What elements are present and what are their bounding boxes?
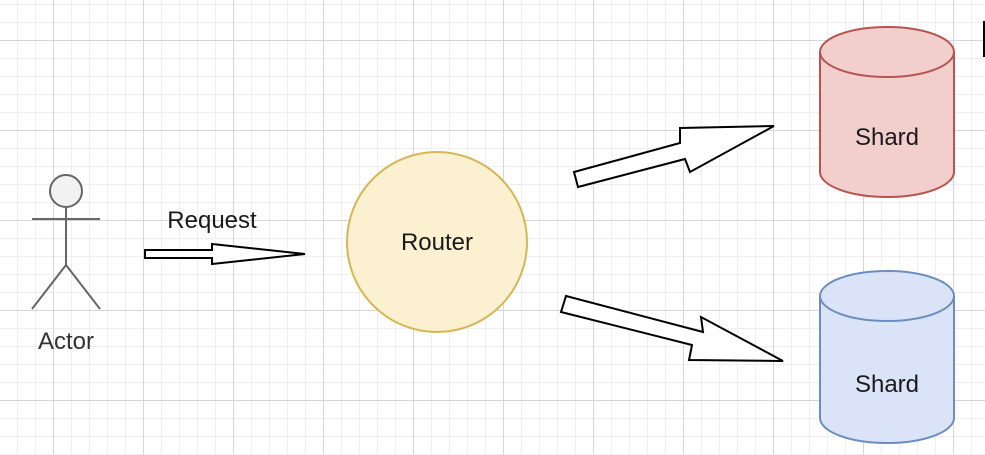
arrow-up-right [572,125,775,189]
request-label: Request [167,207,257,234]
router-node[interactable]: Router [346,151,528,333]
edge-router-to-shard-top[interactable] [572,125,775,189]
edge-router-to-shard-bottom[interactable] [559,294,784,362]
actor-left-leg [31,264,67,310]
router-label: Router [401,229,473,256]
shard-bottom-body [819,296,955,444]
actor-right-leg [65,264,101,310]
router-circle [346,151,528,333]
shard-top-label: Shard [855,124,919,151]
actor-head [49,174,83,208]
request-edge[interactable]: Request [144,207,306,266]
actor-label: Actor [38,328,94,355]
request-arrow [144,242,306,266]
arrow-down-right [559,294,784,362]
shard-top-node[interactable]: Shard [819,26,955,198]
actor-node[interactable]: Actor [31,174,101,355]
shard-top-cap [819,26,955,78]
shard-bottom-label: Shard [855,371,919,398]
shard-bottom-cap [819,270,955,322]
shard-bottom-node[interactable]: Shard [819,270,955,444]
shard-top-body [819,52,955,198]
